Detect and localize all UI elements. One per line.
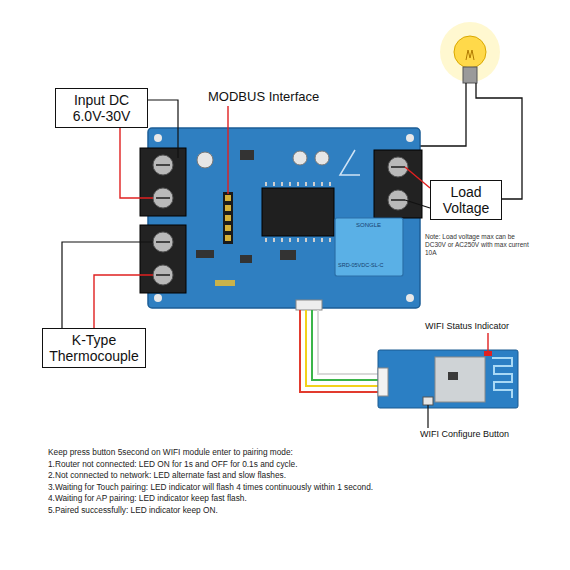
capacitor xyxy=(197,152,213,168)
wifi-module xyxy=(378,350,518,408)
wire-red xyxy=(300,310,380,392)
pcb-antenna xyxy=(492,358,512,398)
relay-symbol xyxy=(340,150,360,175)
mount-hole xyxy=(154,134,162,142)
terminal-block xyxy=(374,150,422,218)
part-marking: SRD-05VDC-SL-C xyxy=(338,262,402,269)
label-box: K-Type Thermocouple xyxy=(42,328,146,368)
instruction-line: 3.Waiting for Touch pairing: LED indicat… xyxy=(48,482,563,492)
header-pin xyxy=(225,205,231,211)
leader-line xyxy=(405,167,430,188)
header-pin xyxy=(225,235,231,241)
label-box: Load Voltage xyxy=(430,180,502,220)
bulb-glass xyxy=(454,36,486,68)
rf-shield xyxy=(435,357,485,402)
diode xyxy=(215,280,235,286)
header-pin xyxy=(225,225,231,231)
instruction-line: 4.Waiting for AP pairing: LED indicator … xyxy=(48,493,563,503)
screw-slot xyxy=(156,197,170,199)
header-pin xyxy=(225,215,231,221)
mcu-chip xyxy=(262,188,334,236)
leader-line xyxy=(405,200,430,208)
wire-green xyxy=(312,310,380,380)
leader-line xyxy=(62,242,153,328)
capacitor xyxy=(315,151,329,165)
wire-yellow xyxy=(306,310,380,386)
leader-line xyxy=(227,106,228,194)
instruction-line: 2.Not connected to network: LED alternat… xyxy=(48,470,563,480)
mount-hole xyxy=(406,134,414,142)
screw-slot xyxy=(156,241,170,243)
terminal-block xyxy=(140,225,186,293)
screw-slot xyxy=(156,274,170,276)
config-button xyxy=(423,397,433,405)
callout-label: WIFI Configure Button xyxy=(420,429,560,440)
shield-logo xyxy=(448,372,458,380)
mount-hole xyxy=(154,294,162,302)
box-text: Load Voltage xyxy=(433,184,499,216)
status-led xyxy=(484,351,492,356)
terminal-screw xyxy=(153,232,173,252)
leader-line xyxy=(120,128,153,198)
terminal-screw xyxy=(153,265,173,285)
callout-label: MODBUS Interface xyxy=(208,89,358,105)
box-text: Input DC 6.0V-30V xyxy=(58,92,145,124)
module-connector xyxy=(378,368,388,396)
leader-line xyxy=(427,405,428,428)
smd-part xyxy=(280,250,296,260)
wire-white xyxy=(318,310,380,374)
wifi-connector xyxy=(296,300,322,310)
screw-slot xyxy=(391,166,405,168)
capacitor xyxy=(293,151,307,165)
label-box: Input DC 6.0V-30V xyxy=(55,88,148,128)
instruction-line: Keep press button 5second on WIFI module… xyxy=(48,447,563,457)
leader-line xyxy=(148,100,178,158)
part-marking: SONGLE xyxy=(356,222,400,230)
bulb-base xyxy=(463,67,477,83)
header-pin xyxy=(225,195,231,201)
instruction-line: 1.Router not connected: LED ON for 1s an… xyxy=(48,459,563,469)
leader-line xyxy=(487,333,488,351)
smd-part xyxy=(196,250,214,258)
screw-slot xyxy=(391,199,405,201)
callout-label: Note: Load voltage max can be DC30V or A… xyxy=(425,233,533,257)
box-text: K-Type Thermocouple xyxy=(45,332,143,364)
modbus-header xyxy=(223,192,233,244)
instruction-line: 5.Paired successfully: LED indicator kee… xyxy=(48,505,563,515)
relay xyxy=(335,218,403,276)
bulb-glow xyxy=(440,22,500,82)
chip-pins xyxy=(266,182,330,242)
mount-hole xyxy=(406,294,414,302)
terminal-screw xyxy=(153,155,173,175)
terminal-block xyxy=(140,148,186,216)
screw-slot xyxy=(156,164,170,166)
bulb-filament xyxy=(466,50,474,60)
smd-part xyxy=(240,255,252,263)
terminal-screw xyxy=(153,188,173,208)
smd-part xyxy=(240,150,254,160)
leader-line xyxy=(94,275,153,328)
callout-label: WIFI Status Indicator xyxy=(425,321,560,332)
